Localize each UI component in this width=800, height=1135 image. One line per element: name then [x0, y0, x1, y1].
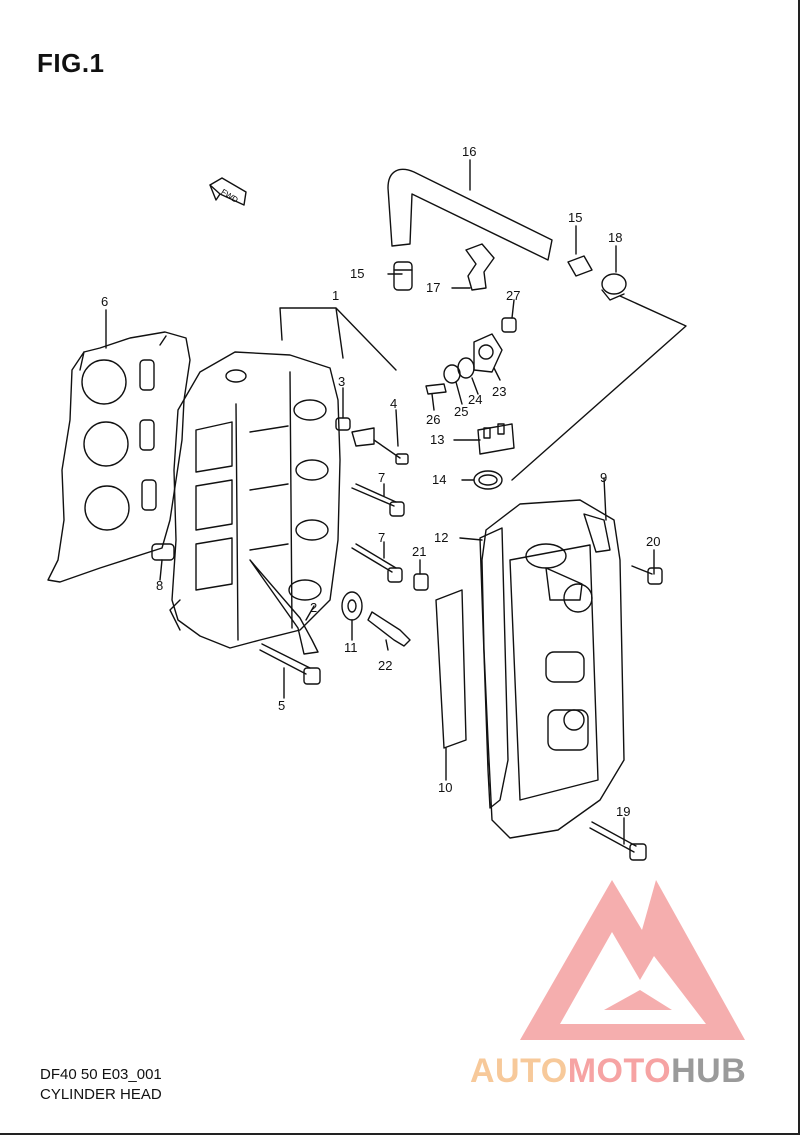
callout-27: 27	[506, 288, 520, 303]
spark-plug-seal	[435, 589, 467, 749]
callout-15a: 15	[350, 266, 364, 281]
callout-1: 1	[332, 288, 339, 303]
sensor-washer	[341, 591, 363, 621]
watermark-logo	[520, 880, 745, 1040]
callout-6: 6	[101, 294, 108, 309]
watermark-part-hub: HUB	[671, 1052, 747, 1090]
seal-25	[443, 364, 461, 384]
head-bolt-upper	[351, 483, 405, 517]
callout-10: 10	[438, 780, 452, 795]
figure-title: FIG.1	[37, 48, 105, 78]
callout-7a: 7	[378, 470, 385, 485]
callout-26: 26	[426, 412, 440, 427]
callout-22: 22	[378, 658, 392, 673]
watermark-part-auto: AUTO	[470, 1052, 568, 1090]
dowel-pin	[151, 543, 175, 561]
callout-25: 25	[454, 404, 468, 419]
callout-9: 9	[600, 470, 607, 485]
cover-bolt-20	[631, 565, 663, 585]
filler-o-ring	[473, 470, 503, 490]
head-gasket	[47, 331, 191, 583]
drawing-code: DF40 50 E03_001	[40, 1066, 162, 1083]
callout-5: 5	[278, 698, 285, 713]
callout-21: 21	[412, 544, 426, 559]
callout-16: 16	[462, 144, 476, 159]
watermark-text: AUTOMOTOHUB	[470, 1052, 746, 1091]
oil-filler-cap	[477, 423, 515, 455]
head-bolt-lower	[351, 543, 403, 583]
callout-19: 19	[616, 804, 630, 819]
callout-20: 20	[646, 534, 660, 549]
cover-gasket	[479, 527, 509, 809]
callout-2: 2	[310, 600, 317, 615]
hose-fitting-right	[567, 255, 593, 277]
bolt-26	[425, 383, 447, 395]
callout-13: 13	[430, 432, 444, 447]
cylinder-head-block	[169, 351, 341, 649]
hose-fitting-left	[393, 261, 413, 291]
callout-23: 23	[492, 384, 506, 399]
cylinder-head-cover	[481, 499, 625, 839]
breather-hose	[387, 168, 553, 261]
breather-cap	[473, 333, 503, 373]
callout-11: 11	[344, 640, 358, 655]
callout-18: 18	[608, 230, 622, 245]
hose-clip	[465, 243, 495, 291]
callout-7b: 7	[378, 530, 385, 545]
callout-3: 3	[338, 374, 345, 389]
spark-plug	[367, 611, 411, 647]
callout-12: 12	[434, 530, 448, 545]
callout-8: 8	[156, 578, 163, 593]
callout-17: 17	[426, 280, 440, 295]
watermark-part-moto: MOTO	[567, 1052, 672, 1090]
bolt-27	[501, 317, 517, 333]
callout-24: 24	[468, 392, 482, 407]
drawing-name: CYLINDER HEAD	[40, 1086, 162, 1103]
fwd-arrow-icon	[209, 177, 247, 206]
hose-clamp	[601, 273, 627, 301]
callout-15b: 15	[568, 210, 582, 225]
small-bolt-21	[413, 573, 429, 591]
long-bolt	[259, 643, 321, 685]
pin-and-bolt	[335, 417, 409, 465]
callout-14: 14	[432, 472, 446, 487]
temperature-sensor	[249, 559, 319, 655]
cover-bolt-19	[589, 821, 647, 861]
callout-4: 4	[390, 396, 397, 411]
